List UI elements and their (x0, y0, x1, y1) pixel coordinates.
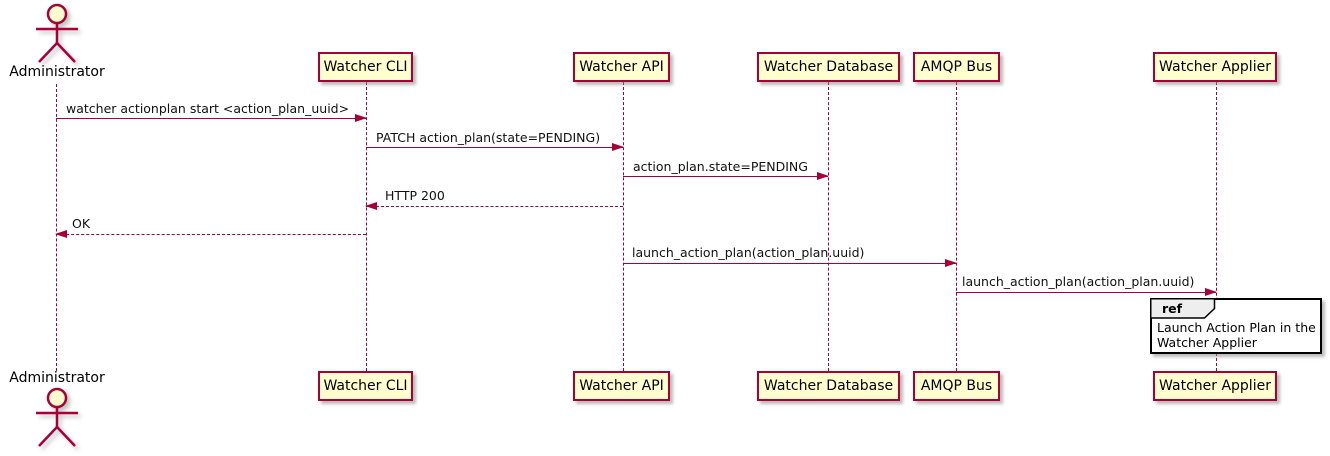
ref-fragment: ref Launch Action Plan in the Watcher Ap… (1150, 298, 1322, 354)
lifeline-administrator (56, 84, 57, 371)
participant-bottom-watcher-database: Watcher Database (757, 371, 900, 401)
actor-label-top: Administrator (9, 64, 105, 80)
message-label-launch-action-plan-api: launch_action_plan(action_plan.uuid) (632, 245, 865, 260)
message-label-http-200: HTTP 200 (385, 188, 445, 203)
ref-header-pentagon-icon (1150, 298, 1216, 319)
message-arrow-state-pending (623, 172, 829, 180)
message-label-patch-action-plan: PATCH action_plan(state=PENDING) (376, 130, 601, 145)
message-label-state-pending: action_plan.state=PENDING (633, 159, 808, 174)
arrowhead-left-icon (365, 202, 377, 210)
message-arrow-patch-action-plan (366, 143, 624, 151)
message-arrow-actionplan-start (56, 114, 367, 122)
lifeline-watcher-database (828, 82, 829, 371)
participant-bottom-amqp-bus: AMQP Bus (913, 371, 1000, 401)
participant-top-watcher-cli: Watcher CLI (318, 52, 413, 82)
arrowhead-right-icon (612, 143, 624, 151)
message-arrow-launch-action-plan-amqp (956, 288, 1217, 296)
participant-bottom-watcher-applier: Watcher Applier (1153, 371, 1277, 401)
participant-bottom-watcher-api: Watcher API (573, 371, 670, 401)
participant-top-watcher-database: Watcher Database (757, 52, 900, 82)
message-label-ok: OK (72, 216, 91, 231)
lifeline-watcher-applier (1216, 82, 1217, 371)
actor-icon (36, 387, 78, 447)
participant-bottom-watcher-cli: Watcher CLI (318, 371, 413, 401)
participant-top-watcher-api: Watcher API (573, 52, 670, 82)
ref-keyword: ref (1162, 301, 1183, 316)
actor-icon (36, 3, 78, 63)
arrowhead-right-icon (355, 114, 367, 122)
arrowhead-right-icon (945, 259, 957, 267)
lifeline-amqp-bus (956, 82, 957, 371)
ref-text-line-2: Watcher Applier (1157, 335, 1257, 350)
message-label-launch-action-plan-amqp: launch_action_plan(action_plan.uuid) (962, 274, 1195, 289)
participant-top-amqp-bus: AMQP Bus (913, 52, 1000, 82)
ref-text-line-1: Launch Action Plan in the (1157, 320, 1316, 335)
lifeline-watcher-api (623, 82, 624, 371)
arrowhead-left-icon (55, 230, 67, 238)
message-arrow-launch-action-plan-api (623, 259, 957, 267)
message-arrow-http-200 (365, 202, 623, 210)
lifeline-watcher-cli (366, 82, 367, 371)
arrowhead-right-icon (817, 172, 829, 180)
arrowhead-right-icon (1205, 288, 1217, 296)
message-arrow-ok (55, 230, 366, 238)
actor-label-bottom: Administrator (9, 370, 105, 386)
message-label-actionplan-start: watcher actionplan start <action_plan_uu… (66, 101, 350, 116)
participant-top-watcher-applier: Watcher Applier (1153, 52, 1277, 82)
